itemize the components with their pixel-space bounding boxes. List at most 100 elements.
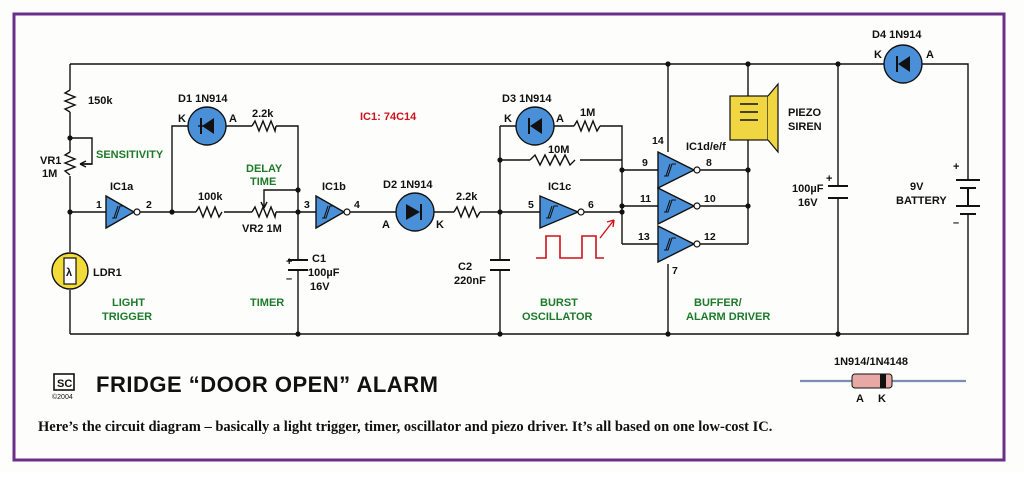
pin-2: 2 [146, 199, 152, 211]
gates-ic1d-e-f [657, 150, 701, 264]
vr1-wiper-arrow [79, 160, 92, 168]
gate-ic1b [315, 194, 351, 230]
caption: Here’s the circuit diagram – basically a… [38, 419, 772, 435]
waveform-arrow [599, 219, 615, 239]
label-time: TIME [250, 176, 276, 188]
bat-plus: + [953, 161, 959, 173]
label-vr2: VR2 1M [242, 223, 282, 235]
vr2-wiper-arrow [260, 200, 268, 209]
resistor-100k [195, 205, 223, 219]
piezo-siren [729, 82, 779, 154]
pin-13: 13 [638, 231, 650, 243]
gate-ic1a [105, 194, 141, 230]
label-piezo: PIEZO [788, 107, 821, 119]
d2-anode: A [382, 219, 390, 231]
label-alarm-driver: ALARM DRIVER [686, 311, 770, 323]
diode-d4 [883, 44, 923, 84]
diode-d2 [395, 192, 435, 232]
label-bat-cap-volt: 16V [798, 197, 818, 209]
label-d3: D3 1N914 [502, 93, 552, 105]
label-c2-value: 220nF [454, 275, 486, 287]
label-diode-pkg: 1N914/1N4148 [834, 356, 908, 368]
pin-3: 3 [304, 199, 310, 211]
label-burst: BURST [540, 297, 578, 309]
pkg-cathode: K [878, 393, 886, 405]
logo-year: ©2004 [52, 393, 73, 401]
label-1m: 1M [580, 107, 595, 119]
label-vr1-value: 1M [42, 168, 57, 180]
resistors [63, 89, 601, 220]
vr2-pot [251, 205, 277, 220]
resistor-1m [573, 119, 601, 133]
ldr-symbol: λ [66, 267, 72, 279]
battery-9v [956, 179, 980, 224]
ic-label: IC1: 74C14 [360, 111, 417, 123]
resistor-10m [529, 153, 576, 167]
pin-14: 14 [652, 135, 664, 147]
label-sensitivity: SENSITIVITY [96, 149, 164, 161]
batcap-plus: + [826, 173, 832, 185]
label-oscillator: OSCILLATOR [522, 311, 593, 323]
pin-6: 6 [588, 199, 594, 211]
burst-waveform [536, 235, 604, 259]
c1-plus: + [286, 256, 292, 268]
pin-8: 8 [706, 157, 712, 169]
resistor-2k2-b [453, 205, 481, 219]
d3-anode: A [556, 113, 564, 125]
wiring [69, 63, 969, 335]
ldr1 [51, 252, 89, 290]
label-150k: 150k [88, 95, 113, 107]
label-delay: DELAY [246, 163, 283, 175]
label-timer: TIMER [250, 297, 284, 309]
label-trigger: TRIGGER [102, 311, 152, 323]
label-r2k2-a: 2.2k [252, 108, 274, 120]
pin-9: 9 [642, 157, 648, 169]
sc-logo: SC ©2004 [52, 373, 75, 401]
label-ic1b: IC1b [322, 181, 346, 193]
diagram-border [12, 12, 1006, 462]
label-buffer: BUFFER/ [694, 297, 742, 309]
label-c2: C2 [458, 261, 472, 273]
label-bat-cap: 100µF [792, 183, 824, 195]
label-c1: C1 [312, 253, 326, 265]
label-d1: D1 1N914 [178, 93, 228, 105]
logo-text: SC [57, 378, 72, 390]
d4-cathode: K [874, 49, 882, 61]
diode-d1 [187, 106, 227, 146]
d2-cathode: K [436, 219, 444, 231]
label-ic1a: IC1a [110, 181, 134, 193]
resistor-150k [63, 89, 77, 113]
page-title: FRIDGE “DOOR OPEN” ALARM [96, 372, 438, 397]
pin-12: 12 [704, 231, 716, 243]
label-c1-value: 100µF [308, 267, 340, 279]
capacitor-c1 [288, 259, 308, 271]
label-9v: 9V [910, 181, 924, 193]
pkg-anode: A [856, 393, 864, 405]
label-c1-volt: 16V [310, 281, 330, 293]
pin-11: 11 [640, 193, 651, 205]
label-siren: SIREN [788, 121, 822, 133]
label-100k: 100k [198, 191, 223, 203]
bat-minus: – [953, 217, 959, 229]
vr1-pot [63, 151, 77, 176]
pin-5: 5 [528, 199, 534, 211]
resistor-2k2-a [251, 119, 277, 134]
label-d2: D2 1N914 [383, 179, 433, 191]
label-ic1c: IC1c [548, 181, 571, 193]
diode-d3 [515, 106, 555, 146]
pin-7: 7 [672, 265, 678, 277]
pin-1: 1 [96, 199, 102, 211]
capacitor-supply [828, 185, 848, 199]
label-battery: BATTERY [896, 195, 947, 207]
label-d4: D4 1N914 [872, 29, 922, 41]
d1-anode: A [229, 113, 237, 125]
capacitor-c2 [490, 259, 510, 271]
label-10m: 10M [548, 144, 569, 156]
pin-10: 10 [704, 193, 716, 205]
label-light: LIGHT [112, 297, 145, 309]
label-ic1def: IC1d/e/f [686, 141, 726, 153]
d4-anode: A [926, 49, 934, 61]
label-ldr1: LDR1 [93, 267, 122, 279]
